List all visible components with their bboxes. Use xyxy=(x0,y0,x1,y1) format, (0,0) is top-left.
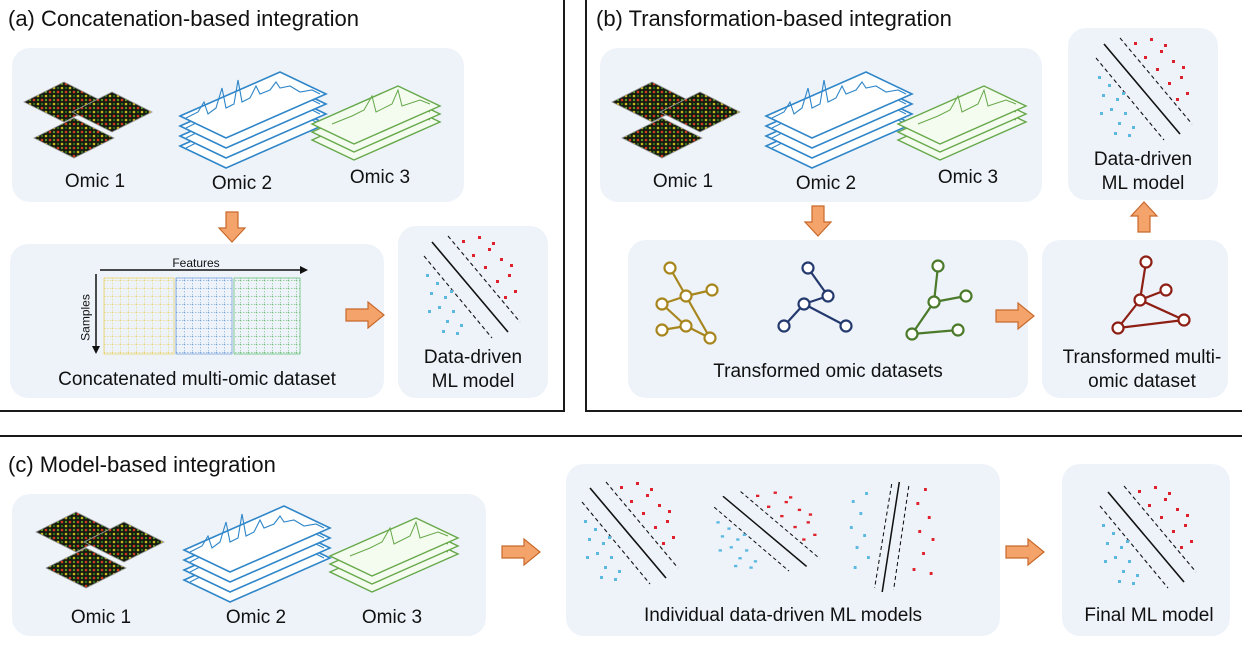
panel-c-right-arrow-2-icon xyxy=(1005,538,1045,566)
panel-b-omic1-label: Omic 1 xyxy=(652,171,714,192)
panel-b-transformed-tile xyxy=(628,240,1028,398)
panel-b-graph-navy-icon xyxy=(777,261,853,333)
panel-c-classifier-3-icon xyxy=(849,481,935,593)
panel-c-models-tile xyxy=(566,464,1000,636)
panel-a-down-arrow-icon xyxy=(218,211,246,243)
panel-a-classifier-icon xyxy=(423,235,521,339)
panel-c-individual-label: Individual data-driven ML models xyxy=(643,605,923,626)
panel-a-title: (a) Concatenation-based integration xyxy=(8,6,360,31)
panel-c-classifier-1-icon xyxy=(581,481,679,585)
panel-c-final-label: Final ML model xyxy=(1084,605,1214,626)
panel-a-frame xyxy=(0,0,565,412)
panel-b-graph-red-icon xyxy=(1111,255,1191,335)
panel-a-features-label: Features xyxy=(172,256,220,270)
panel-b-omic1-icon xyxy=(611,81,741,159)
panel-b-omic2-label: Omic 2 xyxy=(795,173,857,194)
panel-a-omic1-label: Omic 1 xyxy=(64,171,126,192)
panel-c-right-arrow-1-icon xyxy=(501,538,541,566)
panel-b-omic2-icon xyxy=(766,72,912,168)
panel-b-right-arrow-icon xyxy=(995,302,1035,330)
panel-b-transformed-label: Transformed omic datasets xyxy=(713,361,943,382)
panel-a-matrix-icon xyxy=(92,266,308,355)
panel-b-up-arrow-icon xyxy=(1130,201,1158,233)
panel-c-omic2-label: Omic 2 xyxy=(225,607,287,628)
panel-b-omic3-icon xyxy=(898,86,1026,160)
panel-c-omic2-icon xyxy=(184,506,330,602)
panel-b-multi-label-line1: Transformed multi- xyxy=(1062,347,1222,368)
panel-c-final-classifier-icon xyxy=(1099,485,1197,589)
panel-a-omic3-label: Omic 3 xyxy=(349,167,411,188)
panel-a-model-label-line1: Data-driven xyxy=(423,347,523,368)
panel-b-graph-green-icon xyxy=(905,259,973,341)
panel-c-title: (c) Model-based integration xyxy=(8,452,276,477)
panel-b-frame xyxy=(585,0,1242,412)
panel-b-multi-tile xyxy=(1042,240,1228,398)
panel-c-omic3-icon xyxy=(330,518,458,592)
panel-b-down-arrow-icon xyxy=(804,205,832,237)
panel-a-omic2-label: Omic 2 xyxy=(211,173,273,194)
panel-c-omic3-label: Omic 3 xyxy=(361,607,423,628)
panel-a-omic2-icon xyxy=(180,72,326,168)
panel-b-multi-label-line2: omic dataset xyxy=(1088,371,1196,392)
panel-a-dataset-label: Concatenated multi-omic dataset xyxy=(58,369,336,390)
panel-c-frame xyxy=(0,435,1242,650)
panel-b-model-label-line2: ML model xyxy=(1101,173,1185,194)
panel-b-omic3-label: Omic 3 xyxy=(937,167,999,188)
panel-a-samples-label: Samples xyxy=(78,294,93,341)
panel-a-omic1-icon xyxy=(23,81,153,159)
panel-c-omic1-icon xyxy=(35,511,165,589)
panel-b-title: (b) Transformation-based integration xyxy=(596,6,952,31)
panel-a-omic3-icon xyxy=(312,86,440,160)
panel-c-final-tile xyxy=(1062,464,1230,636)
panel-a-right-arrow-icon xyxy=(345,301,385,329)
panel-b-classifier-icon xyxy=(1095,37,1193,141)
panel-b-model-label-line1: Data-driven xyxy=(1093,149,1193,170)
panel-b-graph-gold-icon xyxy=(655,261,719,345)
panel-c-classifier-2-icon xyxy=(713,490,821,572)
panel-a-model-label-line2: ML model xyxy=(431,371,515,392)
panel-c-omic1-label: Omic 1 xyxy=(70,607,132,628)
